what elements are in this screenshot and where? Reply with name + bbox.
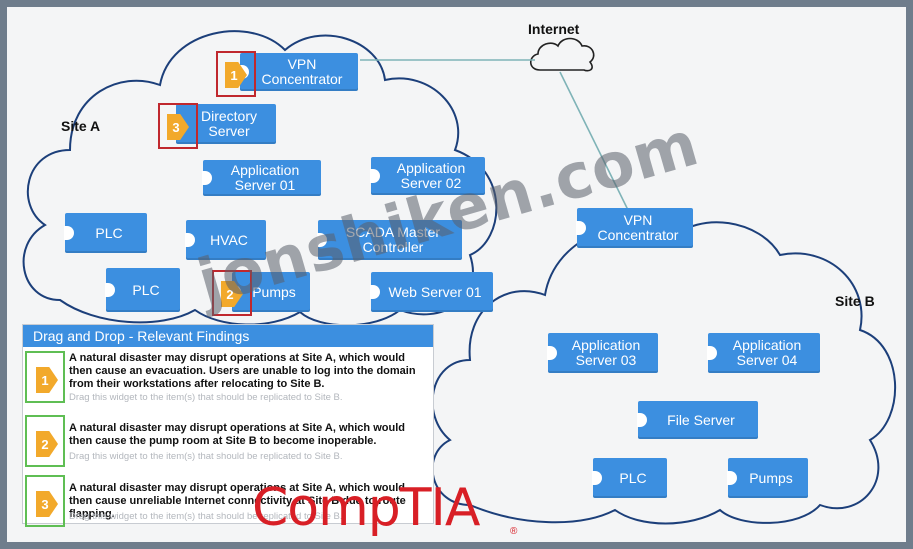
node-label: PLC (619, 469, 647, 486)
site-a-plc-2[interactable]: PLC (105, 268, 180, 312)
registered-mark: ® (510, 526, 518, 537)
finding-widget-2[interactable]: 2 A natural disaster may disrupt operati… (23, 413, 435, 471)
finding-tag-icon: 2 (221, 281, 243, 307)
node-label: Web Server 01 (388, 283, 482, 300)
site-a-hvac[interactable]: HVAC (185, 220, 266, 260)
node-label: SCADA Master Controller (345, 224, 441, 255)
node-label: HVAC (210, 231, 248, 248)
node-label: Directory Server (200, 108, 257, 139)
site-b-application-server-04[interactable]: Application Server 04 (707, 333, 820, 373)
site-a-label: Site A (61, 118, 101, 134)
finding-drag-handle[interactable]: 2 (25, 415, 65, 467)
node-label: VPN Concentrator (597, 212, 679, 243)
node-label: VPN Concentrator (261, 56, 343, 87)
node-label: Application Server 01 (230, 162, 300, 193)
finding-tag-icon: 3 (36, 491, 58, 517)
site-a-vpn-concentrator[interactable]: VPN Concentrator (239, 53, 358, 91)
node-label: Application Server 03 (571, 337, 641, 368)
finding-hint: Drag this widget to the item(s) that sho… (69, 451, 343, 462)
link-internet-site-b-vpn (559, 71, 629, 211)
comptia-logo: CompTIA (252, 478, 480, 538)
site-a-application-server-01[interactable]: Application Server 01 (202, 160, 321, 196)
site-b-file-server[interactable]: File Server (637, 401, 758, 439)
finding-text: A natural disaster may disrupt operation… (69, 352, 416, 390)
site-a-scada-master-controller[interactable]: SCADA Master Controller (317, 220, 462, 260)
site-a-application-server-02[interactable]: Application Server 02 (370, 157, 485, 195)
finding-tag-icon: 3 (167, 114, 189, 140)
internet-cloud-icon (529, 37, 595, 72)
finding-drag-handle[interactable]: 3 (25, 475, 65, 527)
internet-label: Internet (528, 21, 580, 37)
node-label: Pumps (749, 469, 793, 486)
node-label: PLC (95, 224, 123, 241)
site-a-web-server-01[interactable]: Web Server 01 (370, 272, 493, 312)
site-a-plc-1[interactable]: PLC (64, 213, 147, 253)
site-b-vpn-concentrator[interactable]: VPN Concentrator (576, 208, 693, 248)
site-b-plc[interactable]: PLC (592, 458, 667, 498)
node-label: PLC (132, 281, 160, 298)
node-label: Pumps (252, 283, 296, 300)
node-label: Application Server 02 (396, 160, 466, 191)
finding-text: A natural disaster may disrupt operation… (69, 482, 406, 520)
site-b-application-server-03[interactable]: Application Server 03 (547, 333, 658, 373)
finding-text: A natural disaster may disrupt operation… (69, 422, 405, 447)
finding-tag-icon: 1 (36, 367, 58, 393)
finding-drag-handle[interactable]: 1 (25, 351, 65, 403)
findings-panel-title: Drag and Drop - Relevant Findings (23, 325, 433, 347)
finding-tag-icon: 2 (36, 431, 58, 457)
findings-panel: Drag and Drop - Relevant Findings 1 A na… (22, 324, 435, 527)
site-b-label: Site B (835, 293, 875, 309)
finding-widget-3[interactable]: 3 A natural disaster may disrupt operati… (23, 473, 435, 531)
site-b-pumps[interactable]: Pumps (727, 458, 808, 498)
node-label: File Server (667, 411, 735, 428)
node-label: Application Server 04 (732, 337, 802, 368)
finding-hint: Drag this widget to the item(s) that sho… (69, 392, 343, 403)
finding-widget-1[interactable]: 1 A natural disaster may disrupt operati… (23, 349, 435, 407)
site-b-cloud (431, 221, 897, 525)
placed-finding-pin-2[interactable]: 2 (212, 270, 252, 316)
site-a-cloud (22, 30, 498, 327)
placed-finding-pin-3[interactable]: 3 (158, 103, 198, 149)
placed-finding-pin-1[interactable]: 1 (216, 51, 256, 97)
finding-tag-icon: 1 (225, 62, 247, 88)
finding-hint: Drag this widget to the item(s) that sho… (69, 511, 343, 522)
site-a-pumps[interactable]: Pumps (231, 272, 310, 312)
